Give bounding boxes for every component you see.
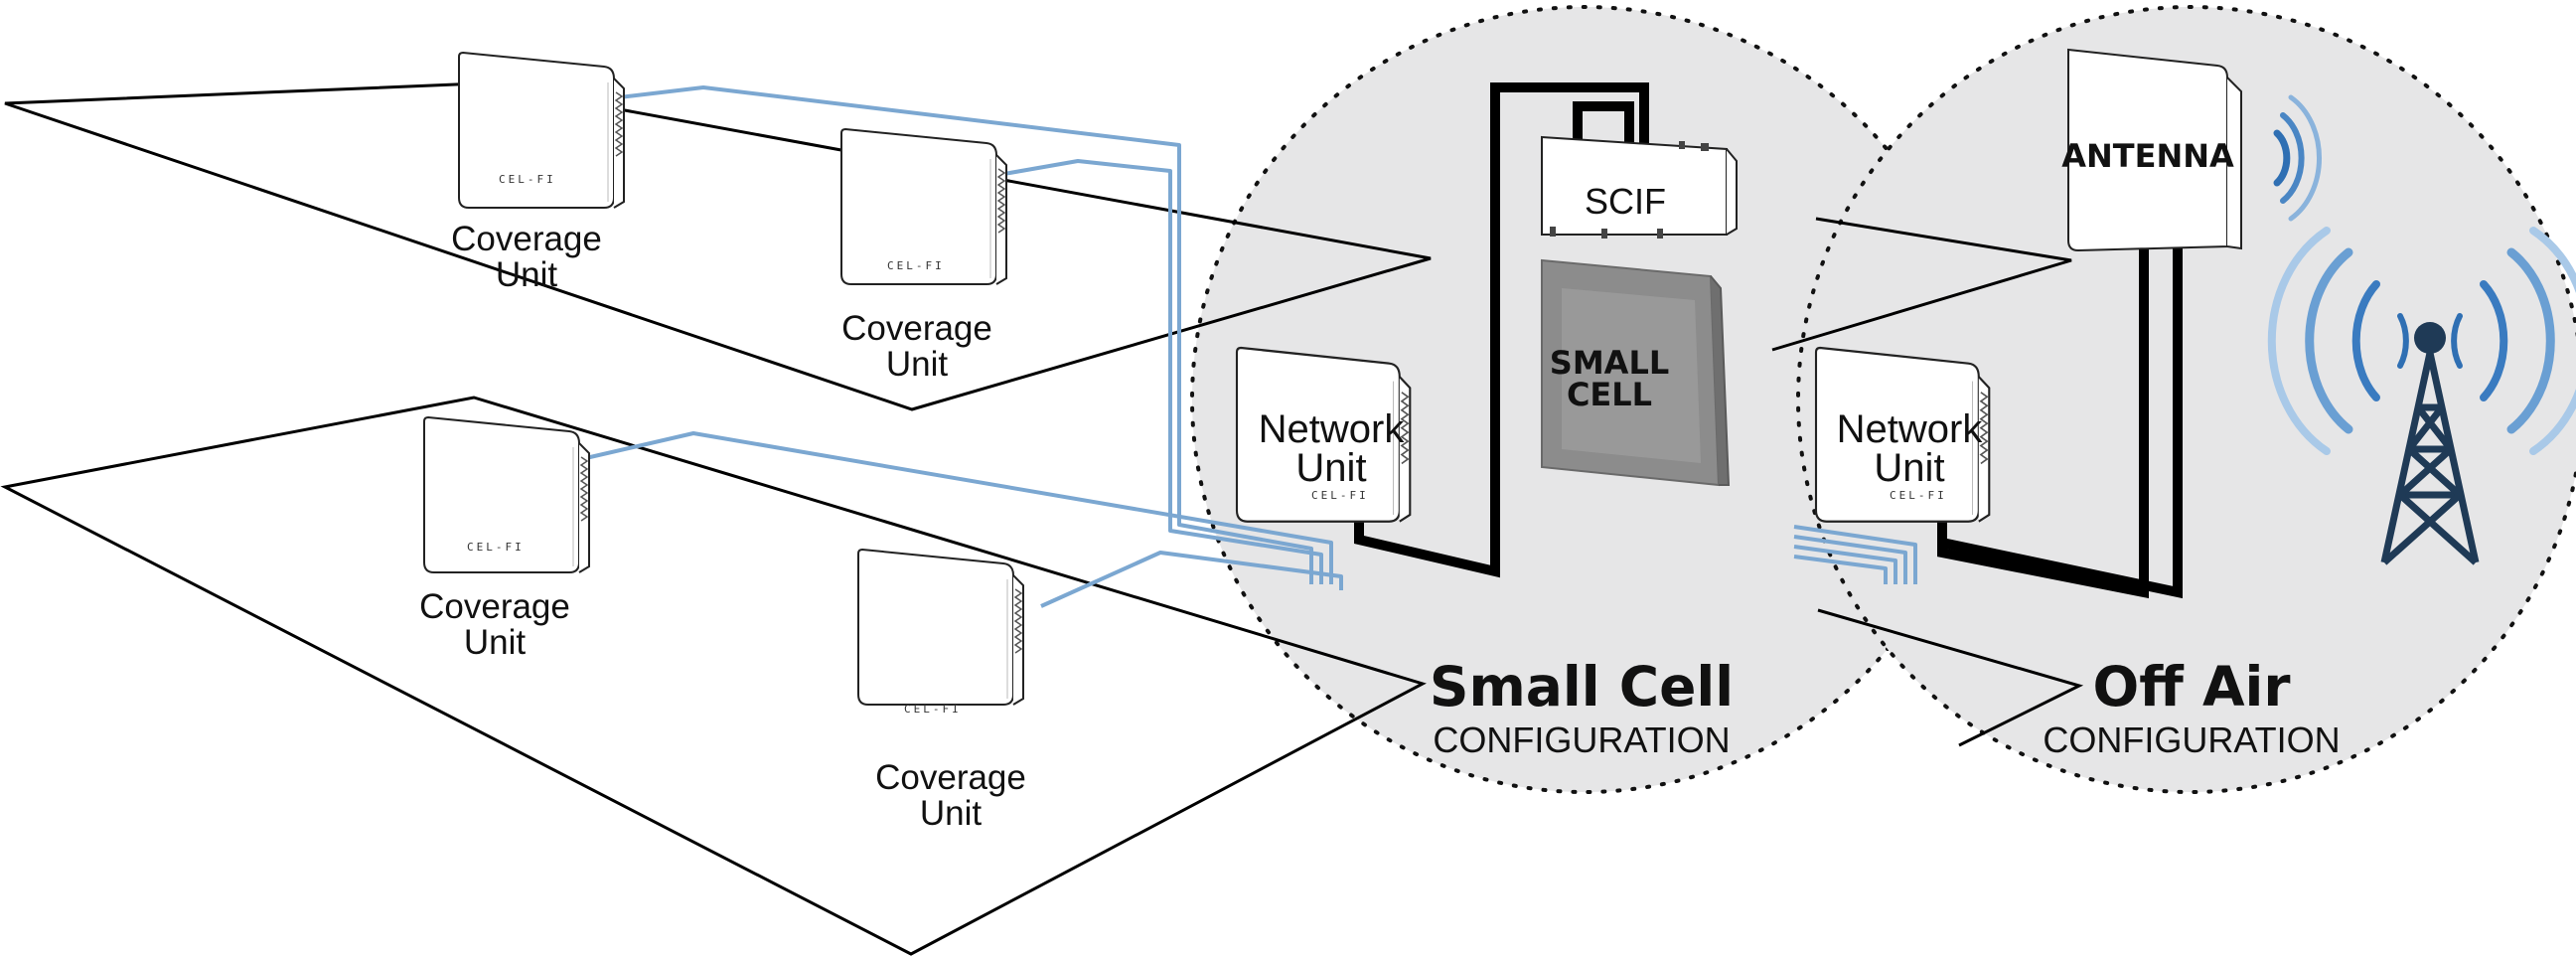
- upper-floor-plane: [4, 81, 1432, 411]
- small-cell-config-subtitle: CONFIGURATION: [1433, 719, 1730, 760]
- scif-label: SCIF: [1585, 181, 1666, 222]
- coverage-cables: [563, 85, 1917, 608]
- coverage-unit-4-label-line2: Unit: [920, 794, 983, 833]
- network-unit-off-air-label-line1: Network: [1837, 407, 1984, 451]
- coverage-unit-brand-4: CEL-FI: [904, 703, 962, 716]
- off-air-upper-floor-edge: [1771, 217, 2072, 352]
- network-unit-small-cell-label-line2: Unit: [1295, 446, 1366, 490]
- off-air-config-title: Off Air: [2093, 655, 2291, 718]
- off-air-lower-floor-edge: [1817, 608, 2084, 747]
- small-cell-config-title: Small Cell: [1430, 655, 1734, 718]
- coverage-unit-2-label-line2: Unit: [886, 345, 949, 384]
- network-unit-brand-off-air: CEL-FI: [1890, 489, 1947, 502]
- coverage-unit-1-label-line2: Unit: [496, 255, 558, 294]
- antenna-device: [2067, 48, 2242, 252]
- cell-tower-icon: [2267, 227, 2576, 565]
- antenna-signal-waves-icon: [2273, 94, 2323, 222]
- coverage-unit-brand-3: CEL-FI: [467, 541, 525, 554]
- backhaul-cables: [1354, 82, 2183, 599]
- coverage-unit-brand-1: CEL-FI: [499, 173, 556, 186]
- coverage-unit-device-4: [857, 549, 1024, 706]
- coverage-unit-3-label-line2: Unit: [464, 623, 527, 662]
- network-unit-off-air-label-line2: Unit: [1874, 446, 1944, 490]
- small-cell-label-line1: SMALL: [1550, 344, 1669, 382]
- lower-floor-plane: [0, 396, 1427, 956]
- coverage-unit-2-label-line1: Coverage: [841, 309, 992, 348]
- network-unit-brand-small-cell: CEL-FI: [1311, 489, 1369, 502]
- network-unit-small-cell-label-line1: Network: [1259, 407, 1406, 451]
- coverage-unit-3-label-line1: Coverage: [419, 587, 570, 626]
- coverage-unit-1-label-line1: Coverage: [451, 220, 602, 258]
- small-cell-label-line2: CELL: [1567, 376, 1652, 413]
- antenna-label: ANTENNA: [2061, 137, 2234, 175]
- off-air-config-circle: [1796, 5, 2576, 794]
- scif-device: [1541, 135, 1738, 239]
- coverage-unit-brand-2: CEL-FI: [887, 259, 945, 272]
- coverage-unit-4-label-line1: Coverage: [875, 758, 1026, 797]
- off-air-config-subtitle: CONFIGURATION: [2043, 719, 2340, 760]
- small-cell-device: [1541, 258, 1731, 487]
